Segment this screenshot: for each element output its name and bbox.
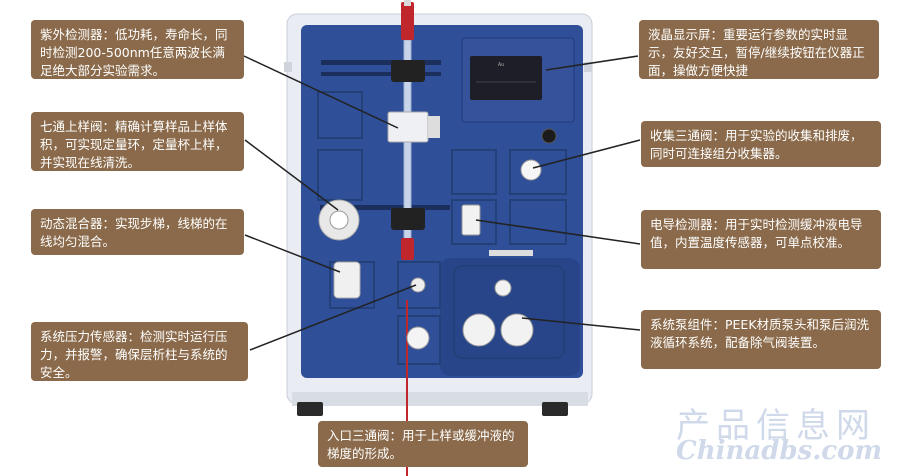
- collect-valve: [520, 159, 542, 181]
- inlet-valve-text: 入口三通阀：用于上样或缓冲液的梯度的形成。: [327, 428, 515, 461]
- callout-conductivity: 电导检测器：用于实时检测缓冲液电导值，内置温度传感器，可单点校准。: [641, 210, 881, 269]
- svg-text:Au: Au: [498, 62, 504, 68]
- watermark-en: Chinadbs.com: [676, 436, 882, 466]
- collect-valve-text: 收集三通阀：用于实验的收集和排废，同时可连接组分收集器。: [650, 128, 863, 161]
- callout-pump: 系统泵组件：PEEK材质泵头和泵后润洗液循环系统，配备除气阀装置。: [641, 310, 881, 369]
- conductivity-text: 电导检测器：用于实时检测缓冲液电导值，内置温度传感器，可单点校准。: [650, 217, 863, 250]
- foot-left: [297, 402, 323, 416]
- pump-head-left: [462, 313, 496, 347]
- uv-detector-text: 紫外检测器：低功耗，寿命长，同时检测200-500nm任意两波长满足绝大部分实验…: [40, 27, 228, 78]
- pressure-sensor-text: 系统压力传感器：检测实时运行压力，并报警，确保层析柱与系统的安全。: [40, 329, 228, 380]
- sample-valve-text: 七通上样阀：精确计算样品上样体积，可实现定量环，定量杯上样，并实现在线清洗。: [40, 119, 228, 170]
- watermark-cn: 产品信息网: [676, 406, 876, 446]
- callout-collect-valve: 收集三通阀：用于实验的收集和排废，同时可连接组分收集器。: [641, 121, 881, 167]
- foot-right: [542, 402, 568, 416]
- mixer-text: 动态混合器：实现步梯，线梯的在线均匀混合。: [40, 216, 228, 249]
- callout-uv-detector: 紫外检测器：低功耗，寿命长，同时检测200-500nm任意两波长满足绝大部分实验…: [31, 20, 244, 79]
- inlet-valve: [406, 326, 430, 350]
- callout-sample-valve: 七通上样阀：精确计算样品上样体积，可实现定量环，定量杯上样，并实现在线清洗。: [31, 112, 244, 171]
- callout-inlet-valve: 入口三通阀：用于上样或缓冲液的梯度的形成。: [318, 421, 528, 467]
- instrument-base: [292, 392, 588, 406]
- callout-mixer: 动态混合器：实现步梯，线梯的在线均匀混合。: [31, 209, 244, 255]
- lcd-text: 液晶显示屏：重要运行参数的实时显示，友好交互，暂停/继续按钮在仪器正面，操做方便…: [648, 27, 865, 78]
- lcd-screen: [470, 56, 542, 100]
- callout-lcd: 液晶显示屏：重要运行参数的实时显示，友好交互，暂停/继续按钮在仪器正面，操做方便…: [639, 20, 879, 79]
- pump-text: 系统泵组件：PEEK材质泵头和泵后润洗液循环系统，配备除气阀装置。: [650, 317, 870, 350]
- pressure-sensor: [410, 277, 426, 293]
- pump-head-right: [500, 313, 534, 347]
- callout-pressure-sensor: 系统压力传感器：检测实时运行压力，并报警，确保层析柱与系统的安全。: [31, 322, 248, 381]
